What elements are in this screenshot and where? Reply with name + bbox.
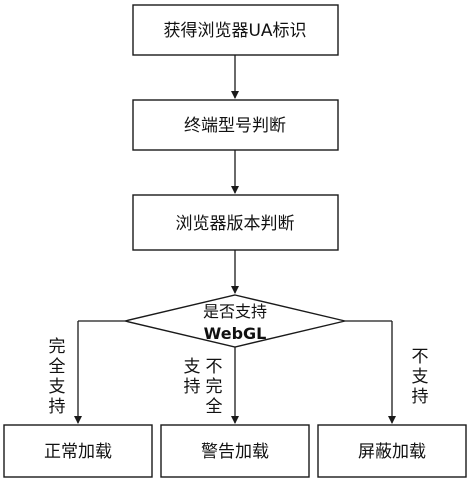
decision-label-line1: 是否支持 [203,302,267,321]
step-box-browser-version [132,194,339,251]
outcome-label-block: 屏蔽加载 [358,442,426,462]
step-label-ua: 获得浏览器UA标识 [163,21,306,41]
step-box-terminal [132,99,339,151]
edge-label-partial-left-2: 持 [184,377,201,397]
edge-label-full-support-4: 持 [49,397,66,417]
outcome-box-block [317,424,467,478]
step-box-ua [132,4,339,56]
edge-label-no-support-2: 支 [412,367,429,387]
edge-label-partial-right-3: 全 [206,397,223,417]
edge-label-no-support-3: 持 [412,387,429,407]
outcome-label-normal: 正常加载 [44,442,112,462]
step-label-browser-version: 浏览器版本判断 [176,214,295,234]
decision-label-line2: WebGL [204,324,267,343]
step-label-terminal: 终端型号判断 [184,116,286,136]
edge-label-full-support-3: 支 [49,377,66,397]
edge-label-partial-right-2: 完 [206,377,223,397]
outcome-box-normal [3,424,153,478]
edge-label-no-support-1: 不 [412,347,429,367]
edge-label-partial-left-1: 支 [184,357,201,377]
outcome-label-warning: 警告加载 [201,442,269,462]
edge-label-partial-right-1: 不 [206,357,223,377]
edge-label-full-support-1: 完 [49,337,66,357]
edge-label-full-support-2: 全 [49,357,66,377]
outcome-box-warning [160,424,310,478]
